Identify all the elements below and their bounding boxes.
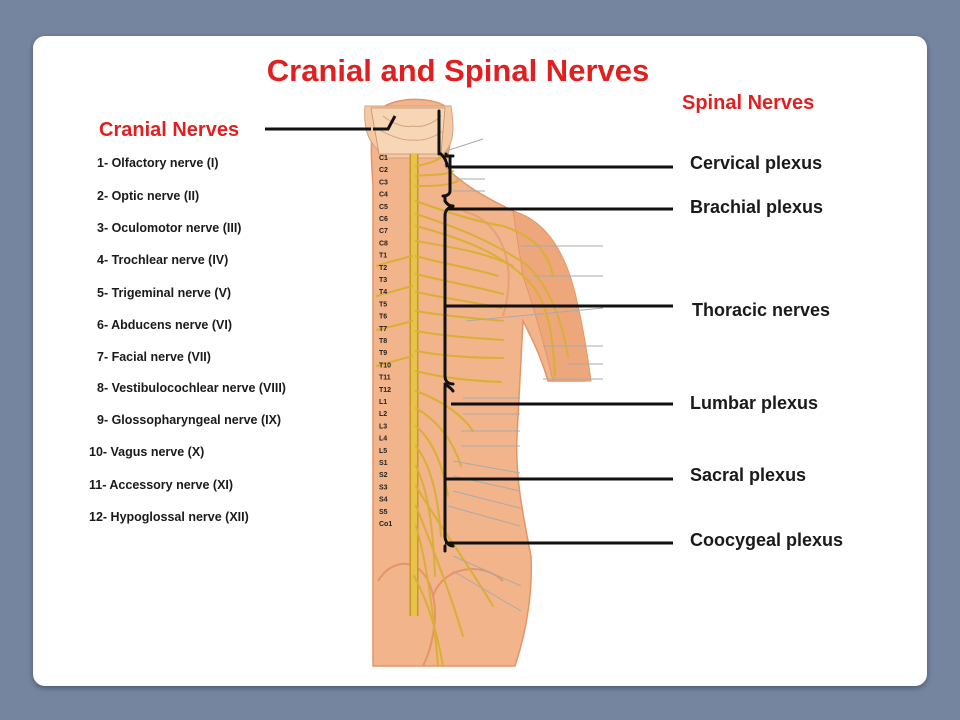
vertebra-label: L4 [379, 436, 387, 443]
cranial-nerve-item: 1- Olfactory nerve (I) [97, 156, 219, 170]
vertebra-label: S4 [379, 497, 388, 504]
cranial-nerve-item: 6- Abducens nerve (VI) [97, 318, 232, 332]
cranial-nerve-item: 11- Accessory nerve (XI) [89, 478, 234, 492]
vertebra-label: Co1 [379, 521, 392, 528]
cranial-nerve-item: 3- Oculomotor nerve (III) [97, 221, 242, 235]
vertebra-label: C4 [379, 192, 388, 199]
vertebra-label: T1 [379, 253, 387, 260]
vertebra-label: T3 [379, 277, 387, 284]
vertebra-label: T2 [379, 265, 387, 272]
vertebra-label: C5 [379, 204, 388, 211]
vertebra-label: T11 [379, 375, 391, 382]
vertebra-label: T7 [379, 326, 387, 333]
slide: Cranial and Spinal Nerves Cranial Nerves… [33, 36, 927, 686]
vertebra-label: C6 [379, 216, 388, 223]
vertebra-label: L5 [379, 448, 387, 455]
vertebra-label: S3 [379, 484, 388, 491]
vertebra-label: T5 [379, 301, 387, 308]
cranial-nerve-item: 4- Trochlear nerve (IV) [97, 253, 229, 267]
vertebra-label: S1 [379, 460, 388, 467]
cranial-nerve-item: 10- Vagus nerve (X) [89, 445, 205, 459]
connector-lines [265, 115, 673, 545]
pointer-lines [445, 138, 604, 612]
vertebra-label: T9 [379, 350, 387, 357]
cranial-nerve-item: 12- Hypoglossal nerve (XII) [89, 510, 249, 524]
vertebra-label: C8 [379, 240, 388, 247]
vertebra-label: T6 [379, 314, 387, 321]
sacral-plexus-label: Sacral plexus [690, 465, 807, 485]
vertebra-label: T12 [379, 387, 391, 394]
thoracic-nerves-label: Thoracic nerves [692, 300, 831, 320]
vertebra-label-group: C1C2C3C4C5C6C7C8T1T2T3T4T5T6T7T8T9T10T11… [379, 155, 392, 528]
cranial-nerve-item: 5- Trigeminal nerve (V) [97, 286, 232, 300]
coocygeal-plexus-label: Coocygeal plexus [690, 530, 844, 550]
vertebra-label: C7 [379, 228, 388, 235]
cranial-nerve-item: 2- Optic nerve (II) [97, 189, 200, 203]
slide-title: Cranial and Spinal Nerves [266, 53, 650, 88]
cranial-nerve-item: 7- Facial nerve (VII) [97, 350, 211, 364]
anatomy-illustration: C1C2C3C4C5C6C7C8T1T2T3T4T5T6T7T8T9T10T11… [265, 98, 673, 671]
nerve-branches [376, 153, 569, 667]
lumbar-plexus-label: Lumbar plexus [690, 393, 819, 413]
brachial-plexus-label: Brachial plexus [690, 197, 824, 217]
cranial-nerve-item: 9- Glossopharyngeal nerve (IX) [97, 413, 282, 427]
vertebra-label: C1 [379, 155, 388, 162]
vertebra-label: L2 [379, 411, 387, 418]
vertebra-label: S5 [379, 509, 388, 516]
vertebra-label: L1 [379, 399, 387, 406]
vertebra-label: L3 [379, 423, 387, 430]
vertebra-label: C3 [379, 179, 388, 186]
vertebra-label: C2 [379, 167, 388, 174]
cranial-nerve-item: 8- Vestibulocochlear nerve (VIII) [97, 381, 286, 395]
spinal-nerves-heading: Spinal Nerves [682, 92, 815, 114]
vertebra-label: T8 [379, 338, 387, 345]
cranial-nerves-heading: Cranial Nerves [99, 119, 240, 141]
cervical-plexus-label: Cervical plexus [690, 153, 823, 173]
vertebra-label: S2 [379, 472, 388, 479]
vertebra-label: T10 [379, 362, 391, 369]
vertebra-label: T4 [379, 289, 387, 296]
